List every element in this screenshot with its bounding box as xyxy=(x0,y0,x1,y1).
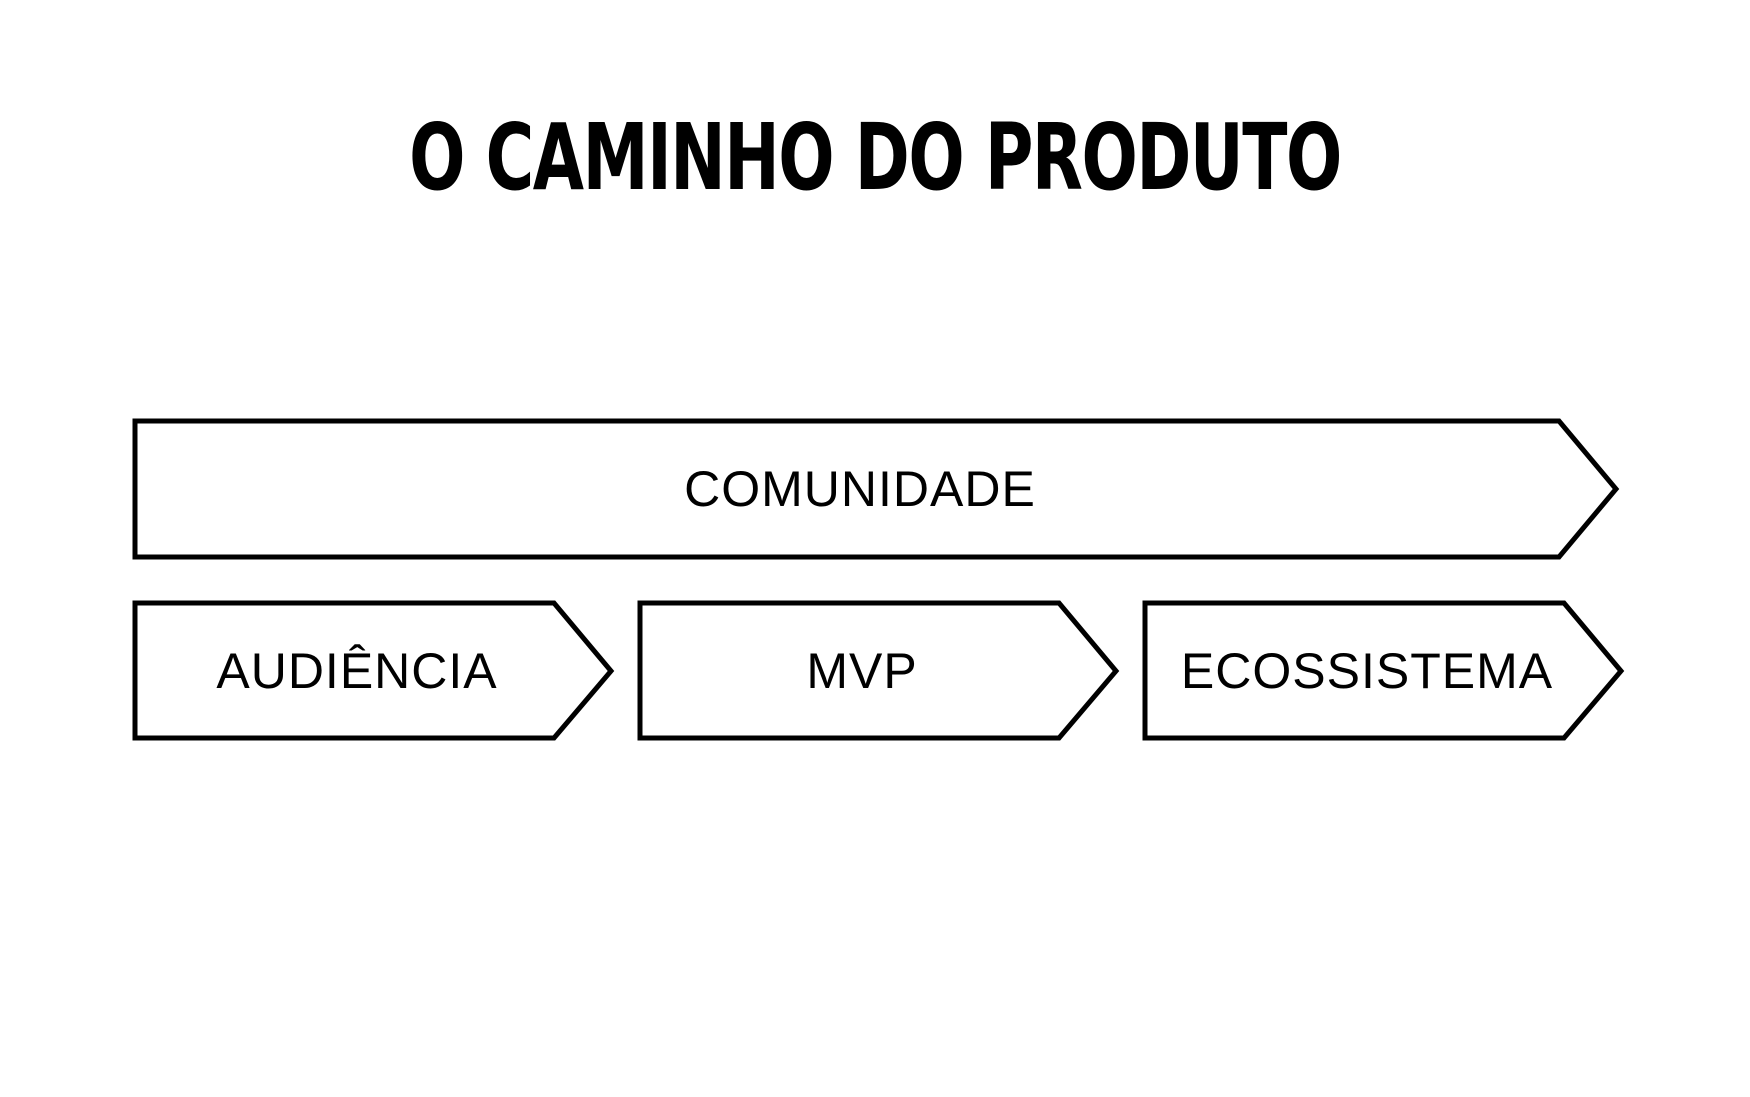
arrow-mvp-label: MVP xyxy=(806,643,917,699)
arrow-audiencia-label: AUDIÊNCIA xyxy=(216,643,497,699)
arrow-comunidade-label: COMUNIDADE xyxy=(684,461,1036,517)
arrow-comunidade: COMUNIDADE xyxy=(132,418,1620,560)
arrow-comunidade-shape xyxy=(132,418,1620,560)
arrow-ecossistema-label: ECOSSISTEMA xyxy=(1181,643,1553,699)
arrow-audiencia: AUDIÊNCIA xyxy=(132,600,615,741)
page-title: O CAMINHO DO PRODUTO xyxy=(409,104,1342,211)
arrow-ecossistema-shape xyxy=(1142,600,1625,741)
arrow-audiencia-shape xyxy=(132,600,615,741)
arrow-mvp-shape xyxy=(637,600,1120,741)
arrow-mvp: MVP xyxy=(637,600,1120,741)
arrow-ecossistema: ECOSSISTEMA xyxy=(1142,600,1625,741)
